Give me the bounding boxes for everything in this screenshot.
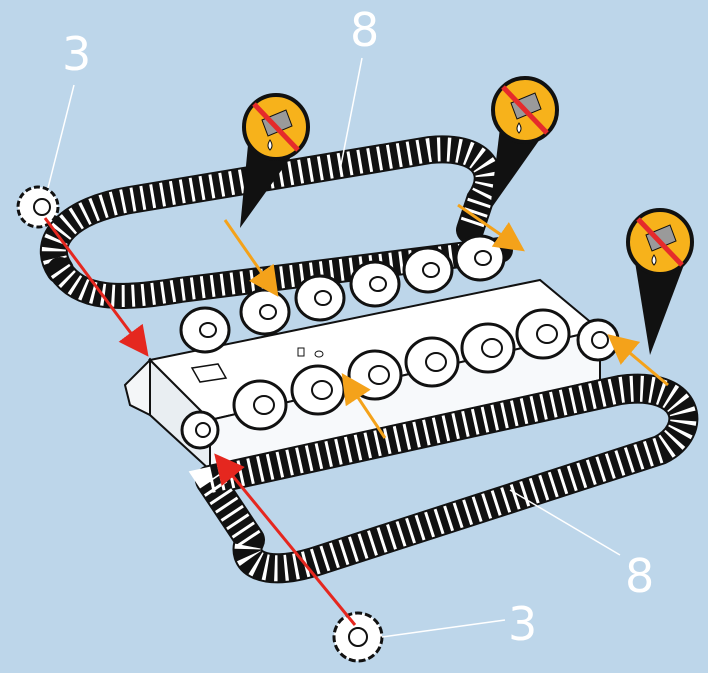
front-idler	[578, 320, 618, 360]
road-wheel	[349, 351, 401, 399]
road-wheel	[462, 324, 514, 372]
road-wheel	[406, 338, 458, 386]
callout-part-3-left: 3	[62, 27, 91, 81]
sprocket-bottom	[334, 613, 382, 661]
sprocket-left	[18, 187, 58, 227]
road-wheel	[296, 276, 344, 320]
road-wheel	[351, 262, 399, 306]
no-lubricant-icon	[244, 95, 308, 159]
road-wheel	[181, 308, 229, 352]
road-wheel	[292, 366, 344, 414]
callout-part-3-bottom: 3	[508, 597, 537, 651]
callout-part-8-top: 8	[350, 3, 379, 57]
no-lubricant-icon	[628, 210, 692, 274]
road-wheel	[241, 290, 289, 334]
no-lubricant-icon	[493, 78, 557, 142]
road-wheel	[234, 381, 286, 429]
road-wheel	[404, 248, 452, 292]
rear-idler	[182, 412, 218, 448]
no-lubricant-badge-2	[490, 78, 557, 210]
no-lubricant-badge-3	[628, 210, 692, 355]
callout-part-8-bottom: 8	[625, 549, 654, 603]
road-wheel	[517, 310, 569, 358]
road-wheel	[456, 236, 504, 280]
